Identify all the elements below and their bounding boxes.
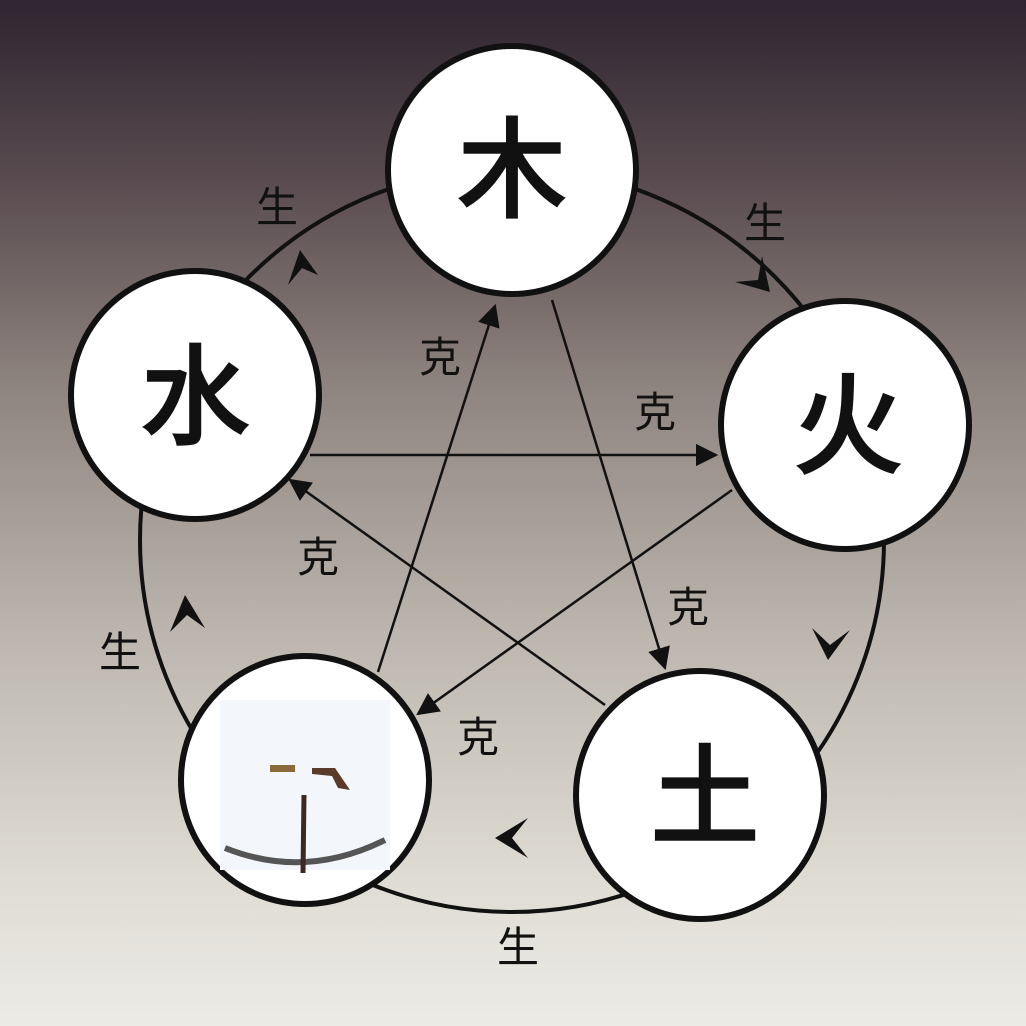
arrow-water-to-wood xyxy=(288,250,318,285)
overcoming-label: 克 xyxy=(457,713,499,762)
generating-label: 生 xyxy=(256,183,298,232)
overcoming-label: 克 xyxy=(297,533,339,582)
line-wood-earth xyxy=(550,299,670,671)
generating-arrows xyxy=(170,250,850,858)
node-wood xyxy=(385,43,639,297)
node-water xyxy=(68,268,322,522)
element-water: 水 xyxy=(141,336,250,461)
generating-label: 生 xyxy=(744,199,786,248)
arrow-fire-to-earth xyxy=(812,628,850,660)
arrow-wood-to-fire xyxy=(735,256,770,292)
overcoming-label: 克 xyxy=(419,333,461,382)
node-earth xyxy=(573,668,827,922)
line-metal-wood xyxy=(376,303,500,673)
generating-label: 生 xyxy=(99,628,141,677)
element-fire: 火 xyxy=(794,365,902,490)
element-earth: 土 xyxy=(651,736,759,861)
line-fire-metal xyxy=(416,488,733,716)
metal-image xyxy=(220,700,390,874)
element-wood: 木 xyxy=(458,109,566,234)
generating-label: 生 xyxy=(497,923,539,972)
node-fire xyxy=(718,298,972,552)
overcoming-lines xyxy=(288,299,733,716)
line-earth-water xyxy=(288,478,606,707)
overcoming-label: 克 xyxy=(634,388,676,437)
arrow-metal-to-water xyxy=(170,595,205,632)
overcoming-label: 克 xyxy=(667,583,709,632)
arrow-earth-to-metal xyxy=(495,818,528,858)
